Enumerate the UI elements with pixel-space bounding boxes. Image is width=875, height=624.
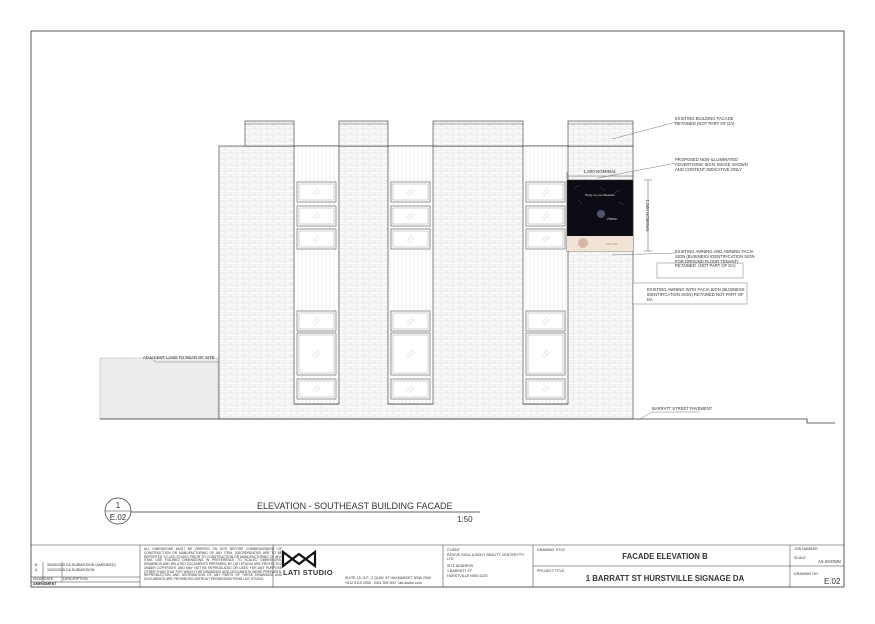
window-bay-1 (293, 145, 340, 405)
awning-note-box (656, 262, 744, 279)
leader-lines (149, 121, 700, 420)
site-label: SITE ADDRESS (447, 564, 474, 568)
client-name: REVIVE SOUL & BODY BEAUTY CENTER PTY LTD (447, 553, 525, 562)
general-notes: ALL DIMENSIONS MUST BE VERIFIED ON SITE … (144, 547, 282, 582)
sign-brand: Vishnu (607, 217, 618, 221)
scale-value: AS SHOWN (818, 559, 841, 564)
drawing-title-block: 1 E.02 ELEVATION - SOUTHEAST BUILDING FA… (104, 497, 480, 525)
parapet-3 (432, 120, 524, 147)
parapet-4 (567, 120, 634, 147)
note-awning-facia: EXISTING AWNING WITH FACIA SIGN (BUSINES… (647, 287, 745, 302)
sheet-drawing-title: FACADE ELEVATION B (622, 552, 708, 561)
drawing-no-label: DRAWING NO. (794, 572, 819, 576)
view-number: 1 (116, 501, 121, 510)
window-bay-3 (522, 145, 569, 405)
amend-row-b: B 30/05/2025 DA SUBMISSION (AMENDED) (35, 563, 116, 567)
drawing-scale: 1:50 (457, 515, 473, 524)
dimension-height (644, 179, 652, 252)
project-title: 1 BARRATT ST HURSTVILLE SIGNAGE DA (585, 574, 745, 583)
scale-label: SCALE (794, 556, 806, 560)
note-existing-awning: EXISTING AWNING AND AWNING FACIA SIGN (B… (675, 249, 755, 269)
client-label: CLIENT (447, 548, 460, 552)
title-block-frame (31, 544, 844, 587)
sign-tagline: Bring out your Beautiful (585, 193, 614, 197)
amend-headers: ISSUE DATE DESCRIPTION (33, 577, 88, 581)
sheet-border (30, 30, 845, 588)
drawing-no: E.02 (824, 577, 841, 586)
awning-facia-note-box (632, 282, 748, 305)
window-bay-2 (387, 145, 434, 405)
dimension-height-label: 1,500 NOMINAL (645, 199, 650, 233)
drawing-title-label: DRAWING TITLE (537, 548, 565, 552)
note-proposed-sign: PROPOSED NON-ILLUMINATED ADVERTISING SIG… (675, 157, 748, 172)
site-line-2: HURSTVILLE NSW 2220 (447, 574, 488, 578)
amend-label: AMENDMENT (33, 582, 57, 586)
advertising-sign: Vishnu Bring out your Beautiful REVIVE (566, 179, 634, 252)
amend-row-a: A 19/02/2025 DA SUBMISSION (35, 568, 95, 572)
adjacent-land-area (99, 357, 219, 420)
view-sheet: E.02 (110, 513, 127, 522)
logo-text: LATI STUDIO (283, 568, 333, 577)
parapet-1 (244, 120, 295, 147)
dimension-width (566, 172, 634, 179)
project-label: PROJECT TITLE (537, 569, 565, 573)
job-label: JOB NUMBER (794, 547, 818, 551)
note-adjacent-land: ADJACENT LAND TO REAR OF SITE (143, 355, 215, 360)
note-existing-facade: EXISTING BUILDING FACADE RETAINED (NOT P… (675, 116, 735, 126)
studio-address: SUITE 15, G.F., 2 QUAY ST HAYMARKET NSW … (345, 576, 431, 580)
site-line-1: 1 BARRATT ST (447, 569, 473, 573)
ground-line (100, 418, 835, 424)
lati-logo-mark (281, 549, 317, 569)
building-facade (218, 120, 634, 420)
note-pavement: BARRATT STREET PAVEMENT (652, 406, 713, 411)
dimension-width-label: 1,500 NOMINAL (583, 169, 617, 174)
parapet-2 (338, 120, 389, 147)
studio-contacts: +612 9119 2050 0411 309 300 lati-studio.… (345, 581, 422, 585)
drawing-title: ELEVATION - SOUTHEAST BUILDING FACADE (257, 501, 453, 511)
sign-strip-text: REVIVE (606, 242, 617, 246)
